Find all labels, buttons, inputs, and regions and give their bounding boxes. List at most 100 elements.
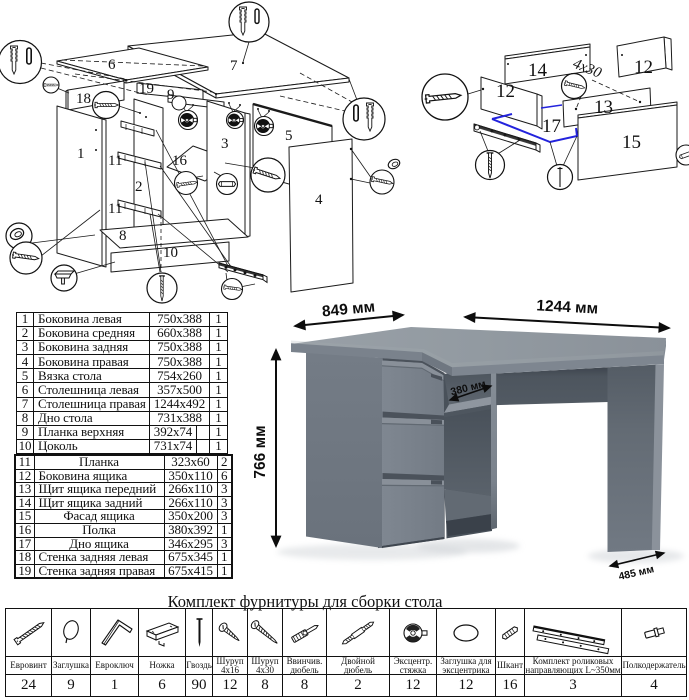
drawer-panels [473,36,678,181]
drawer-hole-dots [481,54,642,111]
part-qty: 1 [209,382,228,398]
screw-in-dowel-icon [282,608,327,657]
hardware-name: Шуруп 4x30 [247,656,283,675]
hardware-qty: 6 [138,674,186,697]
panel-4-right-side [288,138,354,293]
part-size: 675x415 [163,563,218,579]
callout-cam-2 [225,110,245,130]
part-qty: 1 [209,368,228,384]
part-qty: 1 [209,438,228,454]
drawer-part-labels: 12 12 13 14 15 17 4x30 [496,56,653,153]
cam-lock-icon [389,608,437,657]
hardware-counts-row: 24 9 1 6 90 12 8 8 2 12 12 16 3 4 [5,674,687,697]
callout-euroscrew-plug-topleft [0,39,43,85]
spacer-cell [196,424,210,440]
hardware-kit-title: Комплект фурнитуры для сборки стола [167,592,443,611]
part-name: Дно ящика [33,536,165,552]
hardware-name: Двойной дюбель [326,656,390,675]
hardware-qty: 24 [5,674,52,697]
part-qty: 3 [216,536,233,552]
part-size: 266x110 [163,495,218,511]
part-qty: 1 [216,563,233,579]
part-num: 17 [14,536,35,552]
part-name: Полка [33,522,165,538]
part-size: 731x74 [149,438,197,454]
callout-screw-4x16-drawer [474,149,506,181]
part-size: 357x500 [149,382,210,398]
part-num: 1 [16,311,34,328]
part-num: 3 [16,340,34,356]
part-qty: 2 [216,454,233,470]
panel-15-drawer-facade [577,104,678,181]
dim-label-1244: 1244 мм [536,297,599,317]
part-qty: 3 [216,509,233,524]
part-size: 750x388 [149,340,210,356]
part-name: Боковина средняя [33,326,150,342]
panel-14-drawer-back [504,46,591,85]
part-num: 9 [16,424,34,440]
part-label-17: 17 [542,116,561,137]
part-label-1: 1 [77,146,85,162]
part-size: 750x388 [149,311,210,328]
hardware-name: Эксцентр. стяжка [389,656,437,675]
part-name: Боковина левая [33,311,150,328]
part-label-19: 19 [139,81,154,97]
part-name: Планка [33,454,165,470]
hardware-name: Заглушка для эксцентрика [436,656,496,675]
part-name: Стенка задняя левая [33,550,165,565]
cabinet-panels [56,31,354,293]
part-size: 660x388 [149,326,210,342]
part-num: 11 [14,454,35,470]
screw-4x30-icon [247,608,283,657]
compartment-back-lower [444,409,492,496]
nail-icon [185,608,213,657]
part-label-12b: 12 [634,57,653,78]
panel-17-drawer-bottom-blue [491,104,579,144]
cabinet-leader-lines [31,41,373,288]
part-size: 392x74 [149,424,197,440]
part-qty: 1 [209,396,228,412]
part-label-6: 6 [108,57,116,73]
hardware-qty: 8 [282,674,327,697]
dim-arrow-485 [608,550,666,569]
part-label-11a: 11 [108,153,122,169]
part-label-3: 3 [221,136,229,152]
part-qty: 1 [209,410,228,426]
callout-nail-drawer [546,163,574,191]
part-qty: 3 [216,495,233,511]
callout-euroscrew-plug-right [342,97,386,141]
part-num: 7 [16,396,34,412]
callout-dowel-shelf [215,172,239,196]
dim-arrow-380 [448,384,493,402]
euro-screw-icon [5,608,52,657]
part-name: Боковина правая [33,354,150,370]
part-qty: 6 [216,468,233,484]
part-name: Столешница правая [33,396,150,412]
wood-dowel-icon [495,608,525,657]
panel-10-plinth [110,241,230,273]
part-qty: 1 [209,424,228,440]
part-name: Фасад ящика [33,509,165,524]
part-num: 16 [14,522,35,538]
part-label-10: 10 [163,245,178,261]
part-label-7: 7 [230,58,238,74]
hardware-qty: 1 [90,674,139,697]
part-size: 731x388 [149,410,210,426]
part-num: 10 [16,438,34,454]
part-name: Дно стола [33,410,150,426]
part-size: 266x110 [163,482,218,497]
callout-foot [50,264,78,292]
hardware-qty: 12 [212,674,248,697]
rail-part-bottom [218,262,268,283]
part-name: Вязка стола [33,368,150,384]
part-label-14: 14 [528,60,548,81]
foot-icon [138,608,186,657]
hardware-kit-table: Евровинт Заглушка Евроключ Ножка Гвоздь … [5,608,687,697]
desk-compartment [443,369,497,539]
drawer-rail-part [473,123,541,153]
